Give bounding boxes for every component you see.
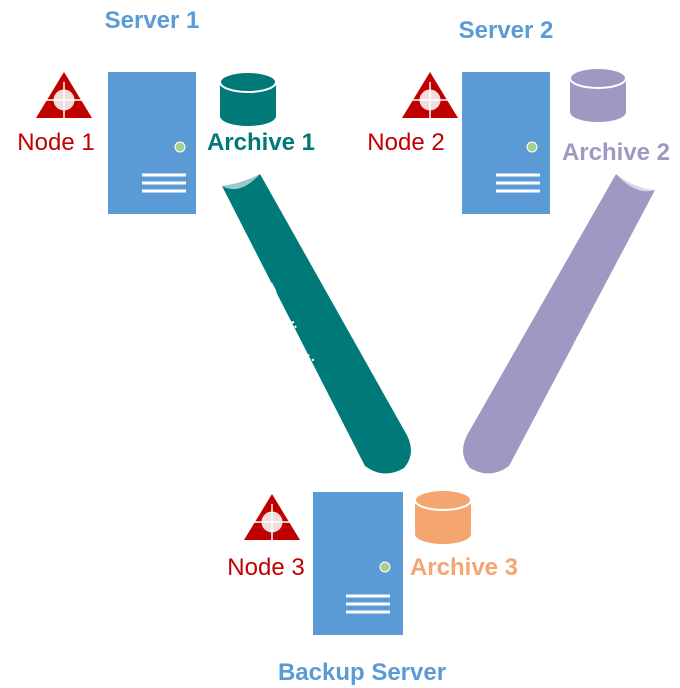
server-1-title: Server 1 [105, 7, 200, 34]
node-triangle-icon [402, 72, 458, 118]
server-2-title: Server 2 [459, 17, 554, 44]
server-icon [462, 72, 550, 214]
node-3-label: Node 3 [227, 554, 304, 581]
database-icon [414, 489, 472, 544]
replication-link-1: Replication [222, 172, 411, 474]
node-triangle-icon [36, 72, 92, 118]
node-1-label: Node 1 [17, 129, 94, 156]
server-1-group: Server 1 Node 1 Archive 1 [17, 7, 315, 214]
replication-link-2: Replication [463, 172, 655, 474]
server-icon [108, 72, 196, 214]
backup-server-group: Node 3 Archive 3 Backup Server [227, 489, 518, 686]
archive-1-label: Archive 1 [207, 129, 315, 156]
node-triangle-icon [244, 494, 300, 540]
server-icon [313, 492, 403, 635]
database-icon [219, 71, 277, 126]
node-2-label: Node 2 [367, 129, 444, 156]
archive-3-label: Archive 3 [410, 554, 518, 581]
backup-server-title: Backup Server [278, 659, 446, 686]
server-2-group: Server 2 Node 2 Archive 2 [367, 17, 670, 214]
archive-2-label: Archive 2 [562, 139, 670, 166]
database-icon [569, 67, 627, 122]
